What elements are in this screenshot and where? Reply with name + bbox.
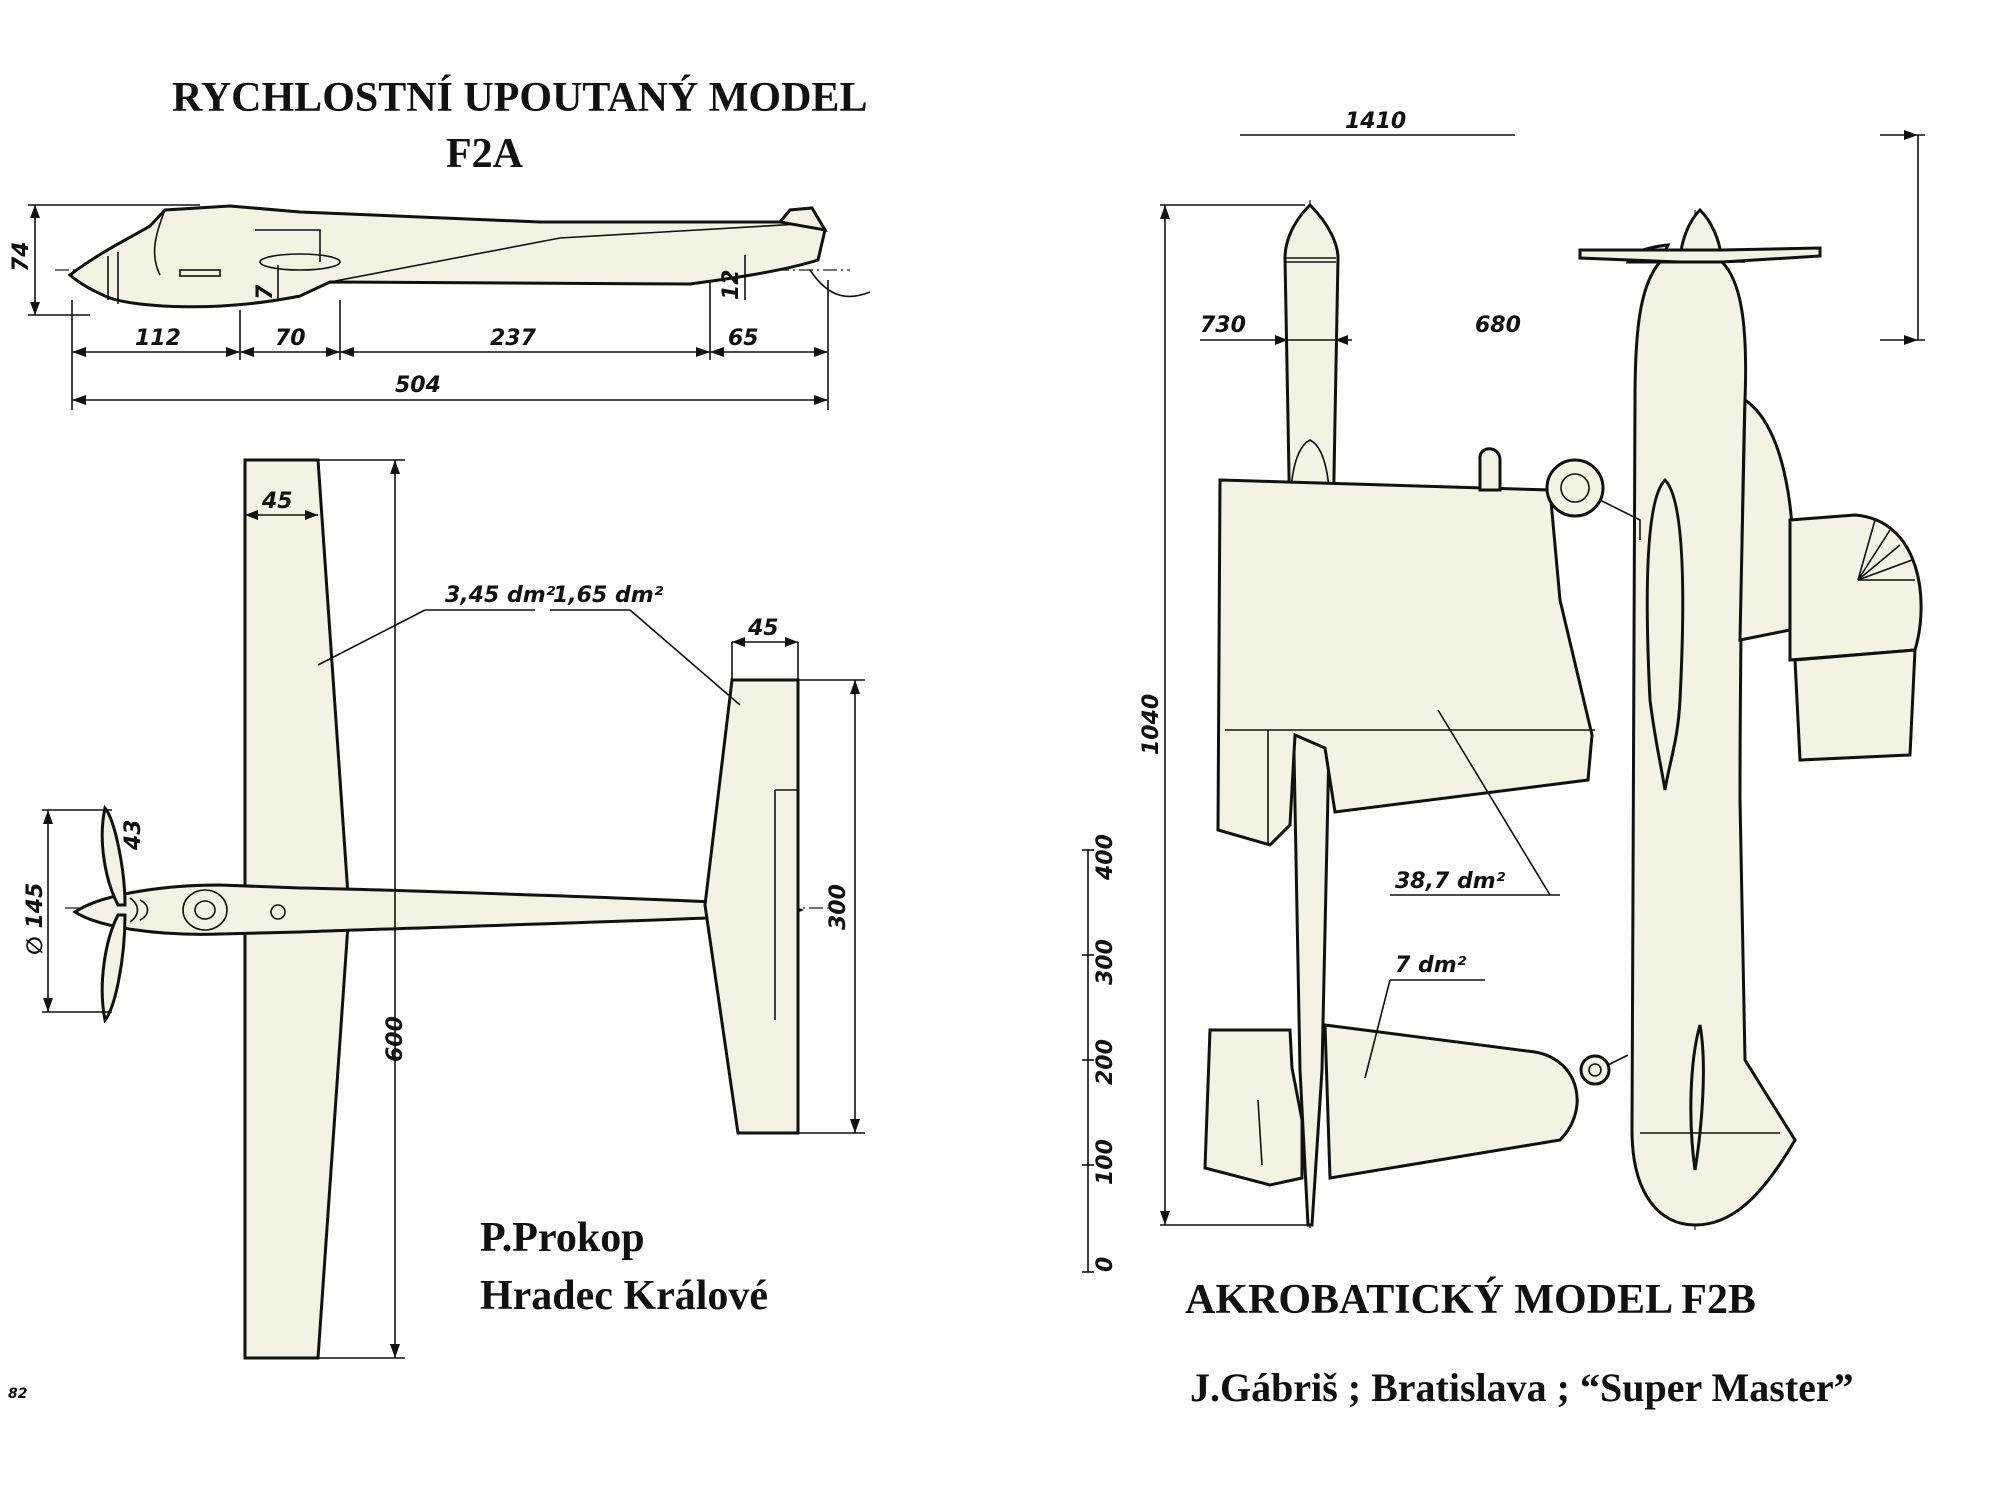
f2a-dim-65: 65 <box>728 326 759 351</box>
f2b-scale-tick-300: 300 <box>1093 939 1118 985</box>
f2b-scale-tick-100: 100 <box>1093 1139 1118 1185</box>
f2b-scale-tick-0: 0 <box>1093 1257 1118 1272</box>
f2b-tail-wheel <box>1579 1054 1611 1086</box>
f2a-side-view: 74 7 12 112 70 237 65 504 <box>9 204 871 410</box>
f2b-scale-tick-400: 400 <box>1093 834 1118 881</box>
f2b-wing-left <box>1216 478 1594 847</box>
f2a-dim-504: 504 <box>395 373 441 398</box>
f2a-dim-prop-43: 43 <box>121 819 146 851</box>
f2b-dim-730: 730 <box>1200 313 1246 338</box>
f2a-title-line1: RYCHLOSTNÍ UPOUTANÝ MODEL <box>172 75 868 121</box>
f2b-area-wing: 38,7 dm² <box>1395 869 1506 894</box>
f2b-elevator <box>1323 1023 1579 1180</box>
f2b-side-view: 1410 730 680 1040 38,7 dm² 7 dm² <box>1139 109 1595 1230</box>
f2a-dim-stab-300: 300 <box>826 884 851 930</box>
f2a-fuselage-top <box>72 883 805 936</box>
f2b-stabilizer-left <box>1203 1028 1304 1187</box>
f2b-dim-1040: 1040 <box>1139 694 1164 755</box>
f2a-title-line2: F2A <box>446 131 523 177</box>
f2a-stabilizer <box>703 678 800 1135</box>
f2b-title: AKROBATICKÝ MODEL F2B <box>1185 1277 1756 1323</box>
f2a-dim-span-600: 600 <box>383 1016 408 1062</box>
f2b-main-wheel <box>1545 458 1605 518</box>
f2a-dim-70: 70 <box>275 326 306 351</box>
f2b-scale-tick-200: 200 <box>1093 1039 1118 1085</box>
f2b-scale-bar: 0 100 200 300 400 <box>1082 834 1118 1273</box>
f2a-top-view: 45 45 3,45 dm² 1,65 dm² 600 300 ∅ 145 43 <box>23 458 865 1360</box>
f2a-dim-112: 112 <box>135 326 181 351</box>
f2b-dim-680: 680 <box>1475 313 1521 338</box>
f2b-front-side-view <box>1545 130 1925 1230</box>
f2a-propeller <box>100 804 127 907</box>
f2a-area-stab: 1,65 dm² <box>553 583 664 608</box>
f2b-dim-1410: 1410 <box>1345 109 1406 134</box>
f2a-dim-stab-chord: 45 <box>747 616 779 641</box>
f2a-dim-7: 7 <box>253 284 278 300</box>
f2a-area-wing: 3,45 dm² <box>445 583 556 608</box>
f2b-fuselage-profile <box>1626 207 1797 1227</box>
page-mark: 82 <box>8 1386 27 1402</box>
f2a-dim-237: 237 <box>490 326 537 351</box>
f2b-rudder <box>1738 397 1796 642</box>
f2b-area-stab: 7 dm² <box>1395 953 1467 978</box>
f2a-author-line1: P.Prokop <box>480 1215 645 1261</box>
f2a-dim-74: 74 <box>9 241 34 272</box>
f2a-wing-upper <box>243 458 350 897</box>
f2a-dim-12: 12 <box>719 269 744 300</box>
f2a-author-line2: Hradec Králové <box>480 1273 769 1319</box>
f2a-dim-prop-145: ∅ 145 <box>23 883 48 955</box>
f2b-author: J.Gábriš ; Bratislava ; “Super Master” <box>1190 1365 1854 1410</box>
f2a-wing-lower <box>243 923 350 1360</box>
f2a-dim-wing-chord: 45 <box>261 489 293 514</box>
